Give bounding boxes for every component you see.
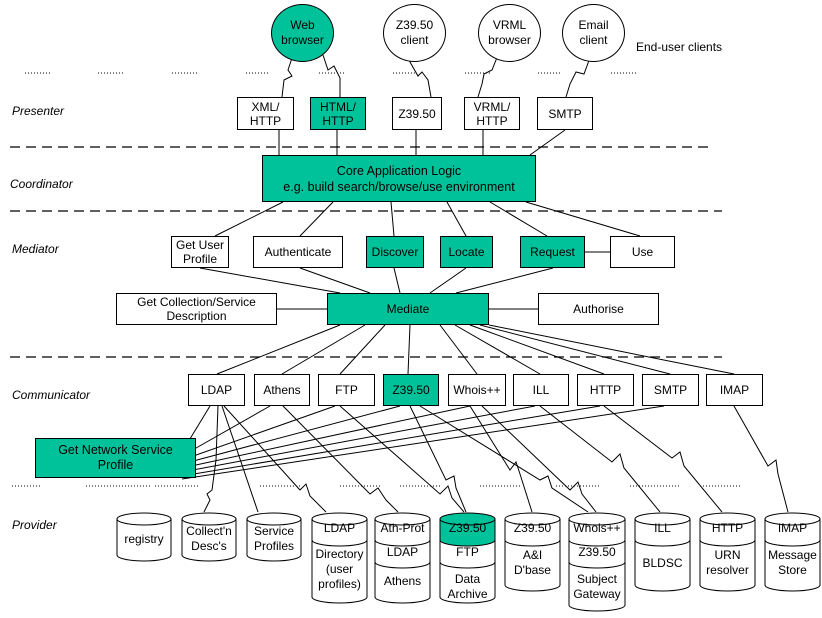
ldap-directory-head: LDAP [323, 521, 356, 535]
athens-comm-box: Athens [254, 374, 310, 406]
subject-gateway-mid: Z39.50 [578, 545, 616, 559]
cylinder-icon [246, 512, 302, 562]
data-archive-mid: FTP [456, 545, 479, 559]
athens-body: Athens [383, 574, 422, 588]
layer-provider: Provider [12, 518, 57, 532]
cylinder-icon [374, 512, 431, 604]
provider-links [203, 405, 789, 513]
subject-gateway-head: Whois++ [573, 521, 621, 535]
registry-store: registry [116, 512, 172, 562]
cylinder-icon [764, 512, 821, 592]
layer-presenter: Presenter [12, 104, 65, 118]
network-profile-links [181, 405, 665, 480]
imap-comm-box: IMAP [706, 374, 763, 406]
mediate-links [216, 324, 735, 375]
cylinder-icon [311, 512, 368, 604]
cylinder-icon [699, 512, 756, 592]
registry-label: registry [124, 532, 164, 546]
cylinder-icon [181, 512, 237, 562]
message-store-head: IMAP [777, 521, 808, 535]
end-user-clients-label: End-user clients [636, 40, 723, 54]
layer-coordinator: Coordinator [10, 177, 73, 191]
mediator-links [199, 267, 554, 310]
ldap-comm-box: LDAP [188, 374, 245, 406]
bldsc-body: BLDSC [642, 556, 683, 570]
z3950-presenter-box: Z39.50 [392, 97, 442, 130]
presenter-links [278, 129, 566, 156]
request-box: Request [520, 236, 585, 268]
athens-mid: LDAP [386, 545, 419, 559]
cylinder-icon [439, 512, 496, 604]
smtp-comm-box: SMTP [642, 374, 699, 406]
cylinder-icon [568, 512, 626, 612]
http-comm-box: HTTP [577, 374, 634, 406]
ill-comm-box: ILL [513, 374, 569, 406]
athens-store: Ath-Prot LDAP Athens [374, 512, 431, 604]
authorise-box: Authorise [538, 293, 659, 325]
z3950-comm-box: Z39.50 [383, 374, 439, 406]
cylinder-icon [116, 512, 172, 562]
whois-comm-box: Whois++ [448, 374, 506, 406]
aandi-head: Z39.50 [513, 521, 552, 535]
dotted-separators [12, 72, 740, 487]
locate-box: Locate [440, 236, 493, 268]
mediate-box: Mediate [327, 293, 489, 325]
bldsc-head: ILL [654, 521, 671, 535]
ftp-comm-box: FTP [318, 374, 375, 406]
bldsc-store: ILL BLDSC [634, 512, 691, 592]
use-box: Use [610, 236, 675, 268]
layer-mediator: Mediator [12, 242, 59, 256]
smtp-presenter-box: SMTP [537, 97, 593, 130]
xml-http-box: XML/HTTP [237, 97, 294, 130]
cylinder-icon [634, 512, 691, 592]
athens-head: Ath-Prot [380, 521, 425, 535]
coordinator-links [214, 201, 641, 253]
authenticate-box: Authenticate [253, 236, 343, 268]
data-archive-head: Z39.50 [448, 521, 487, 535]
layer-communicator: Communicator [12, 388, 91, 402]
client-links [281, 54, 592, 98]
html-http-box: HTML/HTTP [310, 97, 366, 130]
vrml-http-box: VRML/HTTP [464, 97, 520, 130]
urn-resolver-head: HTTP [711, 521, 744, 535]
discover-box: Discover [366, 236, 424, 268]
cylinder-icon [504, 512, 561, 592]
